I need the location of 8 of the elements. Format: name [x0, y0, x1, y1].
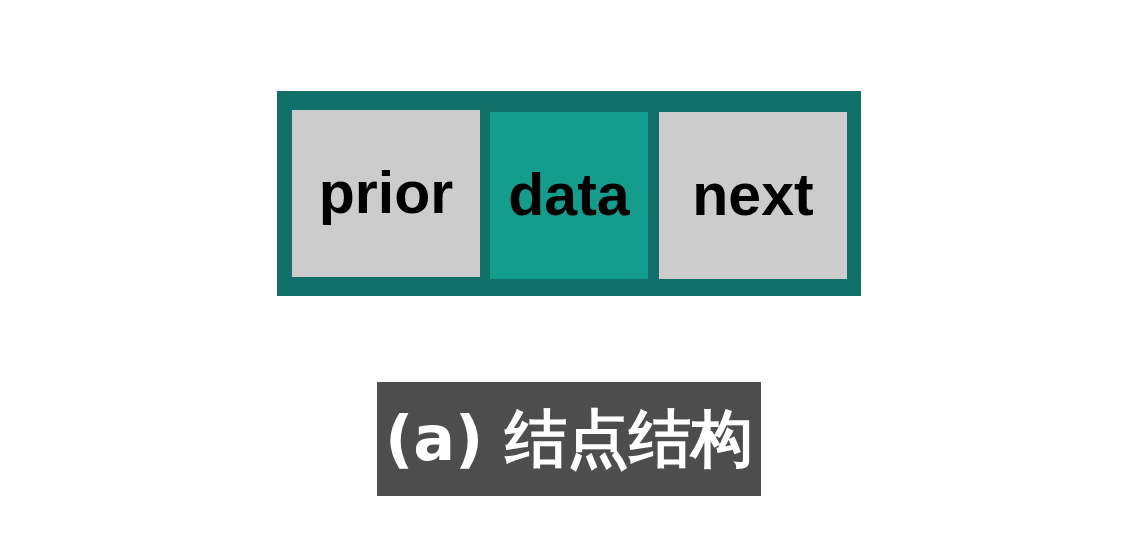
node-frame-box [277, 91, 861, 296]
field-label: data [508, 161, 630, 230]
field-label: prior [318, 159, 454, 228]
field-box [490, 112, 648, 279]
caption-label: (a) 结点结构 [377, 382, 761, 496]
field-box [659, 112, 847, 279]
field-box [292, 110, 480, 277]
field-label: next [692, 161, 814, 230]
